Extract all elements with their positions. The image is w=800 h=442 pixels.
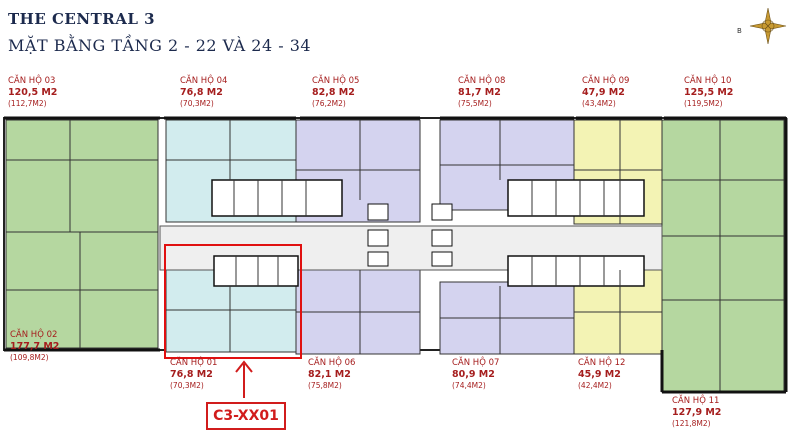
zone-unit-05 (295, 119, 421, 223)
core-right (507, 179, 645, 287)
plan-title: THE CENTRAL 3 (8, 10, 156, 28)
selected-unit-tag: C3-XX01 (206, 402, 286, 430)
selection-arrow (235, 360, 253, 398)
stair-cores (367, 203, 453, 267)
selected-unit-highlight (164, 244, 302, 359)
plan-subtitle: MẶT BẰNG TẦNG 2 - 22 VÀ 24 - 34 (8, 36, 312, 55)
zone-unit-03 (5, 119, 159, 233)
zone-unit-10 (661, 119, 785, 237)
room-partitions (6, 120, 784, 392)
exterior-walls (4, 116, 788, 394)
zone-unit-11 (661, 235, 785, 393)
compass-north-letter: B (737, 27, 742, 35)
lift-divisions (233, 180, 605, 286)
